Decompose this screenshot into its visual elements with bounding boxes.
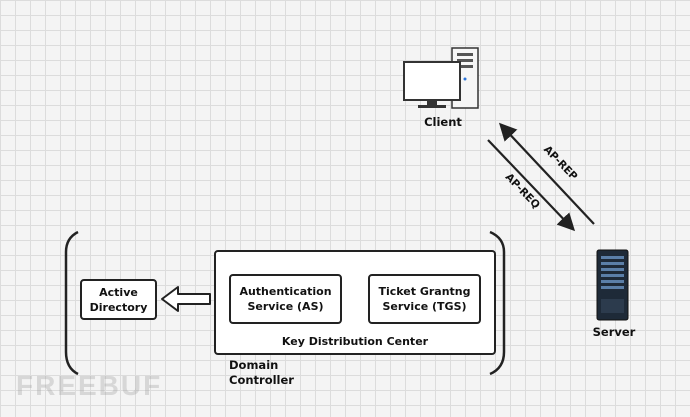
active-directory-box: Active Directory bbox=[80, 279, 157, 320]
ticket-granting-service-label: Ticket Grantng Service (TGS) bbox=[378, 285, 471, 313]
domain-controller-brackets bbox=[64, 230, 506, 376]
ap-req-arrow bbox=[487, 139, 576, 232]
ap-rep-arrow bbox=[498, 122, 595, 225]
active-directory-label: Active Directory bbox=[89, 285, 148, 314]
domain-controller-label: Domain Controller bbox=[229, 358, 294, 387]
desktop-computer-icon bbox=[403, 47, 479, 109]
server-label: Server bbox=[592, 325, 636, 339]
rack-server-icon bbox=[596, 249, 629, 321]
ticket-granting-service-box: Ticket Grantng Service (TGS) bbox=[368, 274, 481, 324]
client-label: Client bbox=[424, 115, 462, 129]
kdc-label: Key Distribution Center bbox=[281, 335, 429, 348]
hollow-arrow-left-icon bbox=[161, 286, 211, 312]
authentication-service-box: Authentication Service (AS) bbox=[229, 274, 342, 324]
authentication-service-label: Authentication Service (AS) bbox=[239, 285, 332, 313]
freebuf-watermark: FREEBUF bbox=[16, 370, 163, 401]
